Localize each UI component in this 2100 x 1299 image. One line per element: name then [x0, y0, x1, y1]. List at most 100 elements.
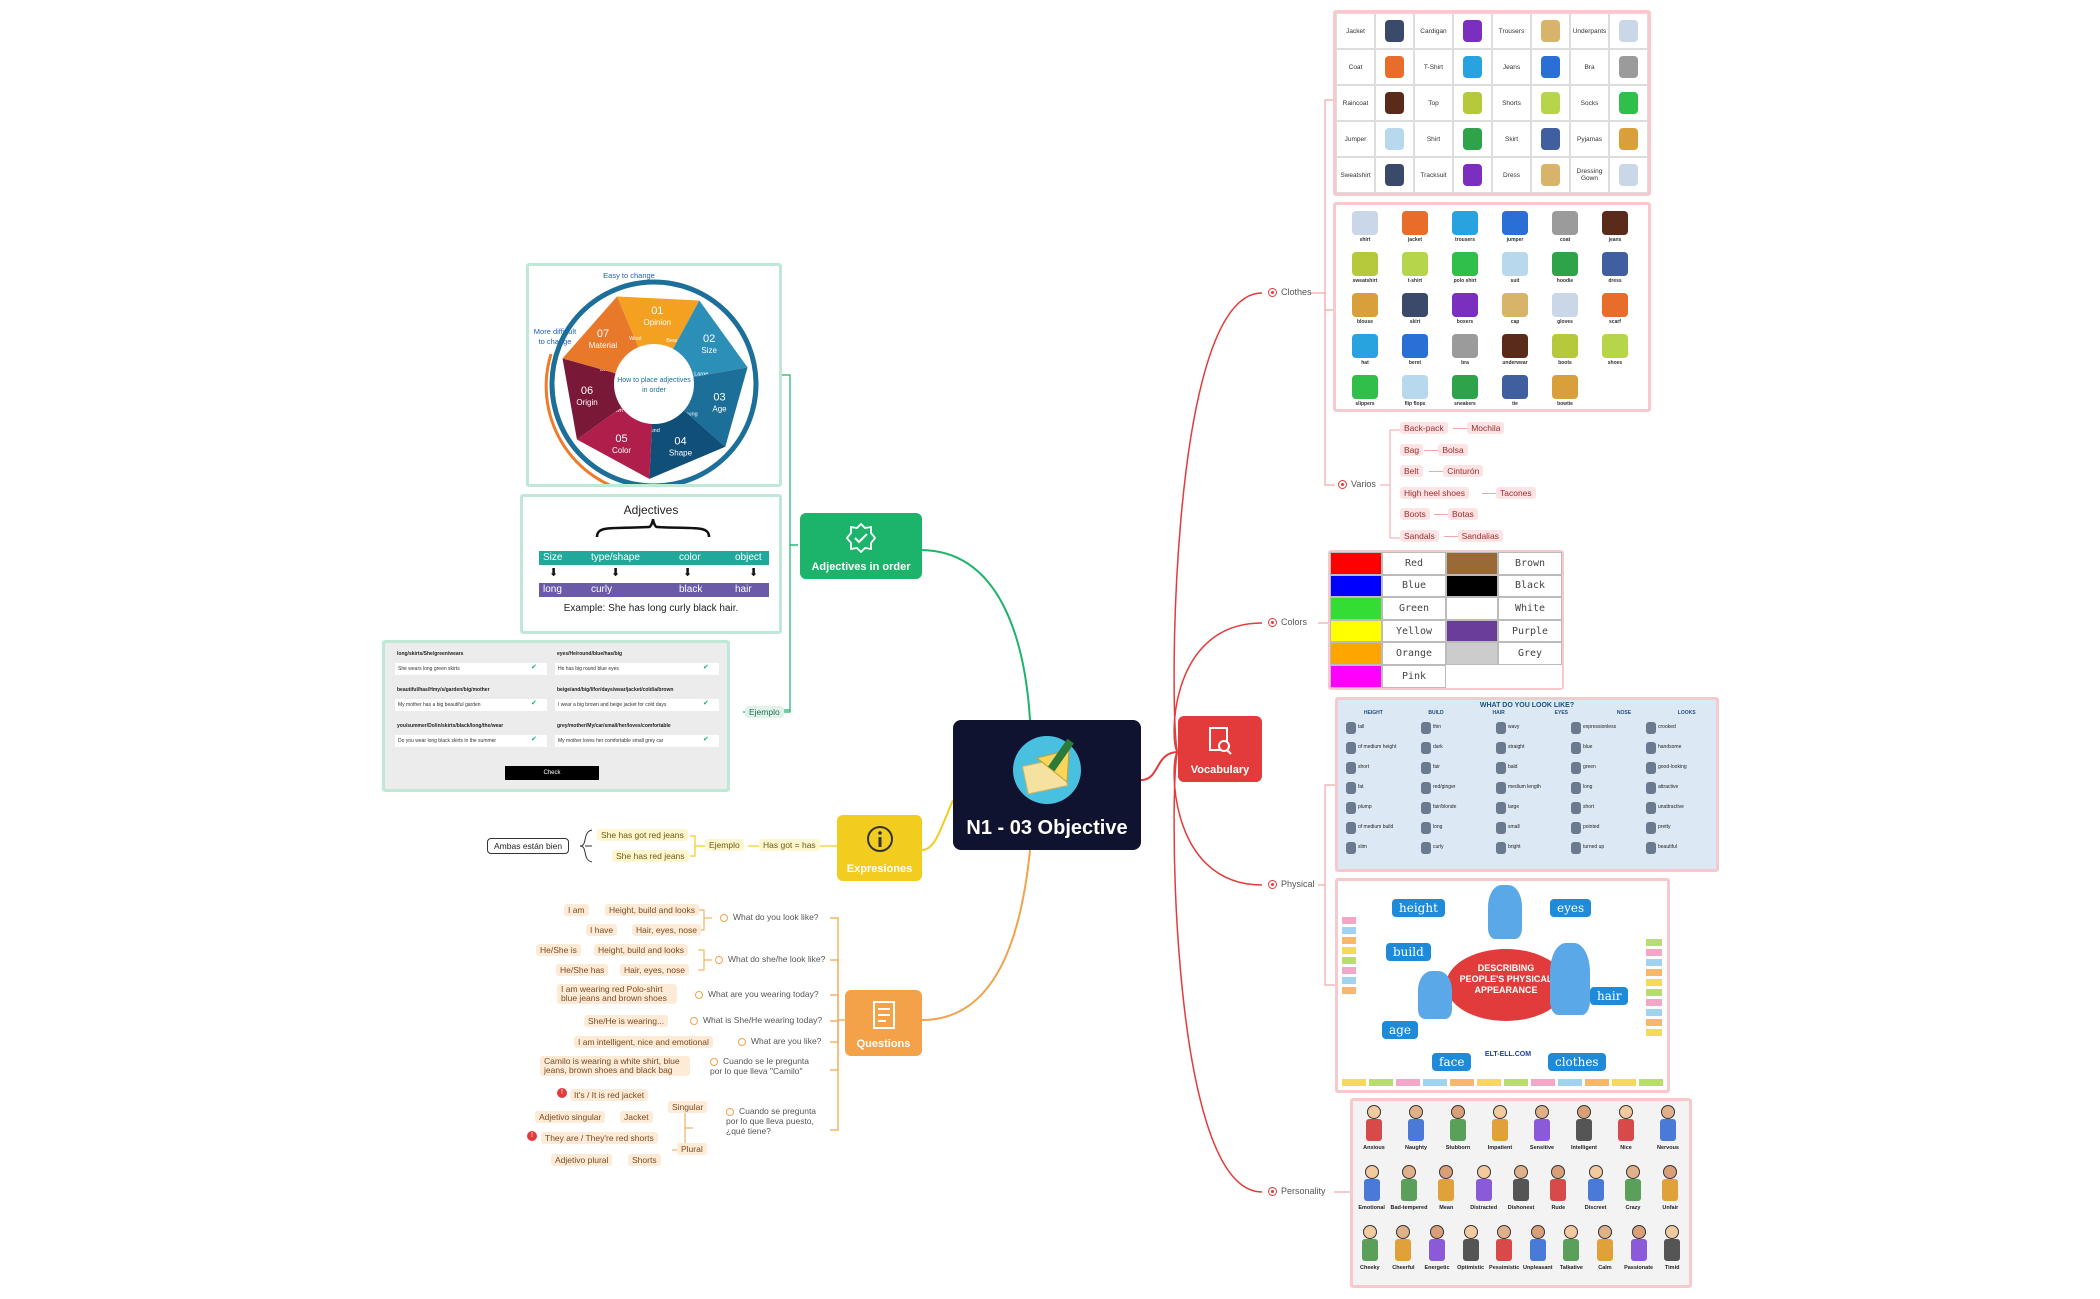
clothing-icon	[1385, 20, 1404, 42]
wheel-example-word: Beautiful	[666, 338, 687, 344]
topic-vocabulary[interactable]: Vocabulary	[1178, 716, 1262, 782]
wheel-segment	[562, 358, 622, 440]
describing-bubble: age	[1382, 1021, 1418, 1039]
check-button[interactable]: Check	[505, 766, 599, 780]
person-head-icon	[1493, 1105, 1507, 1119]
poster-figure-icon	[1496, 822, 1506, 834]
personality-label: Cheerful	[1392, 1265, 1415, 1271]
topic-questions[interactable]: Questions	[845, 990, 922, 1056]
subtopic-physical[interactable]: Physical	[1268, 879, 1315, 890]
clothing-icon	[1385, 164, 1404, 186]
poster-item-label: pointed	[1583, 824, 1600, 830]
exercise-prompt: beautiful/has/Hmy/s/garden/big/mother	[397, 687, 490, 693]
color-name: Pink	[1382, 665, 1446, 688]
person-body-icon	[1462, 1239, 1479, 1261]
describing-tag	[1342, 917, 1356, 924]
poster-item-label: red/ginger	[1433, 784, 1456, 790]
clothes-table-picture	[1375, 85, 1414, 121]
clothes-table-label: Jeans	[1492, 49, 1531, 85]
personality-label: Crazy	[1625, 1205, 1641, 1211]
question-lleva-puesto[interactable]: Cuando se pregunta por lo que lleva pues…	[726, 1106, 826, 1136]
question-she-he-look-like[interactable]: What do she/he look like?	[715, 954, 825, 964]
adjective-category: type/shape	[591, 552, 640, 563]
adjective-order-title: Adjectives	[623, 503, 679, 517]
clothing-icon	[1502, 334, 1528, 358]
poster-figure-icon	[1421, 822, 1431, 834]
marker-icon	[1268, 288, 1277, 298]
clothing-icon	[1502, 375, 1528, 399]
has-got-equals-has: Has got = has	[759, 839, 820, 851]
personality-label: Talkative	[1559, 1265, 1583, 1271]
question-camilo[interactable]: Cuando se le pregunta por lo que lleva "…	[710, 1056, 820, 1076]
exercise-answer: He has big round blue eyes	[555, 663, 719, 675]
person-head-icon	[1364, 1165, 1379, 1179]
describing-tag	[1342, 947, 1356, 954]
varios-connector	[1424, 449, 1439, 451]
describing-tag	[1646, 949, 1662, 956]
color-swatch	[1330, 597, 1382, 620]
clothing-icon	[1402, 375, 1428, 399]
describing-bubble: build	[1386, 943, 1431, 961]
clothes-table-label: Coat	[1336, 49, 1375, 85]
subtopic-personality[interactable]: Personality	[1268, 1186, 1326, 1197]
poster-item-label: slim	[1358, 844, 1367, 850]
personality-label: Nervous	[1656, 1145, 1679, 1151]
wheel-segment-number: 04	[674, 436, 686, 448]
personality-label: Unpleasant	[1522, 1265, 1553, 1271]
describing-tag	[1646, 999, 1662, 1006]
clothing-icon	[1502, 252, 1528, 276]
poster-item-label: fair/blonde	[1433, 804, 1457, 810]
wheel-segment	[649, 410, 726, 479]
clothes-grid-label: dress	[1608, 278, 1622, 284]
exercise-prompt: you/summer/Do/in/skirts/black/long/the/w…	[397, 723, 504, 729]
clothes-table-picture	[1453, 85, 1492, 121]
person-body-icon	[1664, 1239, 1681, 1261]
clothing-icon	[1619, 92, 1638, 114]
personality-label: Emotional	[1358, 1205, 1385, 1211]
clothing-icon	[1452, 293, 1478, 317]
question-text: What do she/he look like?	[728, 954, 826, 964]
topic-adjectives[interactable]: Adjectives in order	[800, 513, 922, 579]
clothes-grid-label: coat	[1559, 237, 1571, 243]
person-body-icon	[1438, 1179, 1455, 1201]
personality-label: Stubborn	[1445, 1145, 1471, 1151]
clothes-table-picture	[1375, 13, 1414, 49]
marker-icon	[738, 1037, 746, 1046]
poster-figure-icon	[1346, 742, 1356, 754]
color-swatch	[1446, 619, 1498, 643]
poster-figure-icon	[1496, 762, 1506, 774]
clothes-table-label: Dress	[1492, 157, 1531, 193]
clothes-table-label: Sweatshirt	[1336, 157, 1375, 193]
describing-tag	[1646, 939, 1662, 946]
poster-item-label: thin	[1433, 724, 1442, 730]
clothes-table-picture	[1531, 13, 1570, 49]
topic-expresiones[interactable]: Expresiones	[837, 815, 922, 881]
document-search-icon	[1209, 727, 1232, 755]
clothes-table-label: Raincoat	[1336, 85, 1375, 121]
check-icon: ✔	[703, 700, 709, 707]
subtopic-colors[interactable]: Colors	[1268, 617, 1307, 628]
subtopic-varios[interactable]: Varios	[1338, 479, 1376, 490]
central-topic[interactable]: N1 - 03 Objective	[953, 720, 1141, 850]
error-icon: !	[527, 1131, 537, 1141]
poster-column-header: HEIGHT	[1363, 710, 1383, 716]
poster-figure-icon	[1346, 782, 1356, 794]
subtopic-clothes[interactable]: Clothes	[1268, 287, 1312, 298]
describing-title: DESCRIBING PEOPLE'S PHYSICAL APPEARANCE	[1459, 963, 1553, 995]
clothing-icon	[1352, 252, 1378, 276]
question-look-like[interactable]: What do you look like?	[720, 912, 819, 922]
describing-tag	[1396, 1079, 1420, 1086]
person-head-icon	[1530, 1225, 1545, 1239]
clothes-table-label: Top	[1414, 85, 1453, 121]
marker-icon	[1268, 880, 1277, 890]
question-wearing-today[interactable]: What are you wearing today?	[695, 989, 819, 999]
question-you-like[interactable]: What are you like?	[738, 1036, 821, 1046]
clothes-grid-label: underwear	[1502, 360, 1528, 366]
personality-label: Energetic	[1424, 1265, 1450, 1271]
poster-item-label: beautiful	[1658, 844, 1677, 850]
clothes-grid-label: shoes	[1607, 360, 1623, 366]
question-she-he-wearing[interactable]: What is She/He wearing today?	[690, 1015, 822, 1025]
